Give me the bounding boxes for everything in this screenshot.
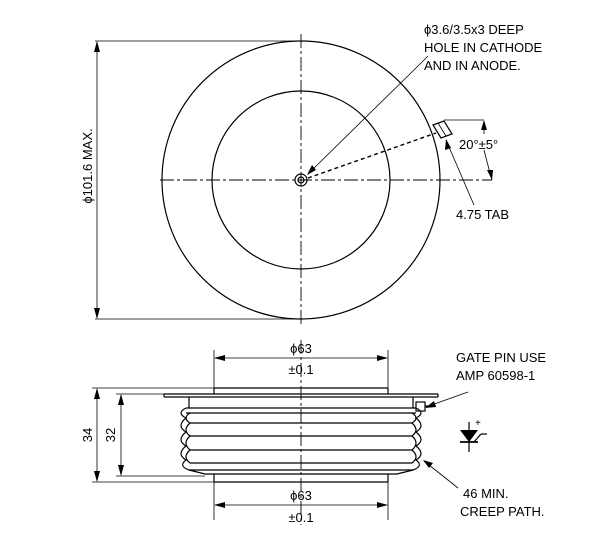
angle-arrow-bottom — [487, 170, 493, 180]
hole-note-line3: AND IN ANODE. — [424, 58, 521, 73]
diameter-arrow-bottom — [94, 308, 100, 319]
side-view: ϕ63 ±0.1 — [80, 340, 546, 525]
tab-angle-line — [307, 132, 437, 179]
height-outer-label: 34 — [80, 428, 95, 442]
bottom-dia-arrow-right — [377, 502, 388, 508]
height-outer-arrow-bottom — [94, 471, 100, 482]
svg-text:+: + — [475, 418, 481, 429]
top-diameter-label: ϕ63 — [290, 341, 312, 356]
gate-leader-arrow — [425, 401, 436, 408]
top-view: ϕ101.6 MAX. ϕ3.6/3.5x3 DEEP HOLE IN CATH… — [80, 22, 543, 326]
gate-note-line2: AMP 60598-1 — [456, 368, 535, 383]
hole-leader — [307, 63, 421, 175]
tab-leader — [445, 139, 475, 206]
creep-leader-arrow — [423, 460, 433, 468]
tab-leader-arrow — [445, 139, 451, 150]
angle-arrow-top — [481, 120, 487, 130]
angle-label: 20°±5° — [459, 137, 498, 152]
diameter-label: ϕ101.6 MAX. — [80, 128, 95, 203]
top-tolerance-label: ±0.1 — [288, 362, 313, 377]
creep-note-line2: CREEP PATH. — [460, 504, 545, 519]
height-outer-arrow-top — [94, 388, 100, 399]
thyristor-symbol-icon: + — [460, 418, 487, 452]
hole-leader-arrow — [307, 165, 316, 175]
height-inner-arrow-bottom — [118, 465, 124, 476]
bottom-dia-arrow-left — [214, 502, 225, 508]
hole-leader-tail — [419, 55, 429, 65]
creep-note-line1: 46 MIN. — [463, 486, 509, 501]
hole-note-line1: ϕ3.6/3.5x3 DEEP — [424, 22, 524, 37]
bottom-tolerance-label: ±0.1 — [288, 510, 313, 525]
bottom-diameter-label: ϕ63 — [290, 488, 312, 503]
height-inner-arrow-top — [118, 394, 124, 405]
ceramic-housing — [180, 397, 422, 483]
tab-label: 4.75 TAB — [456, 207, 509, 222]
hole-note-line2: HOLE IN CATHODE — [424, 40, 543, 55]
top-dia-arrow-left — [214, 355, 225, 361]
gate-tab — [432, 120, 453, 139]
gate-note-line1: GATE PIN USE — [456, 350, 546, 365]
diameter-arrow-top — [94, 41, 100, 52]
top-dia-arrow-right — [377, 355, 388, 361]
height-inner-label: 32 — [103, 428, 118, 442]
